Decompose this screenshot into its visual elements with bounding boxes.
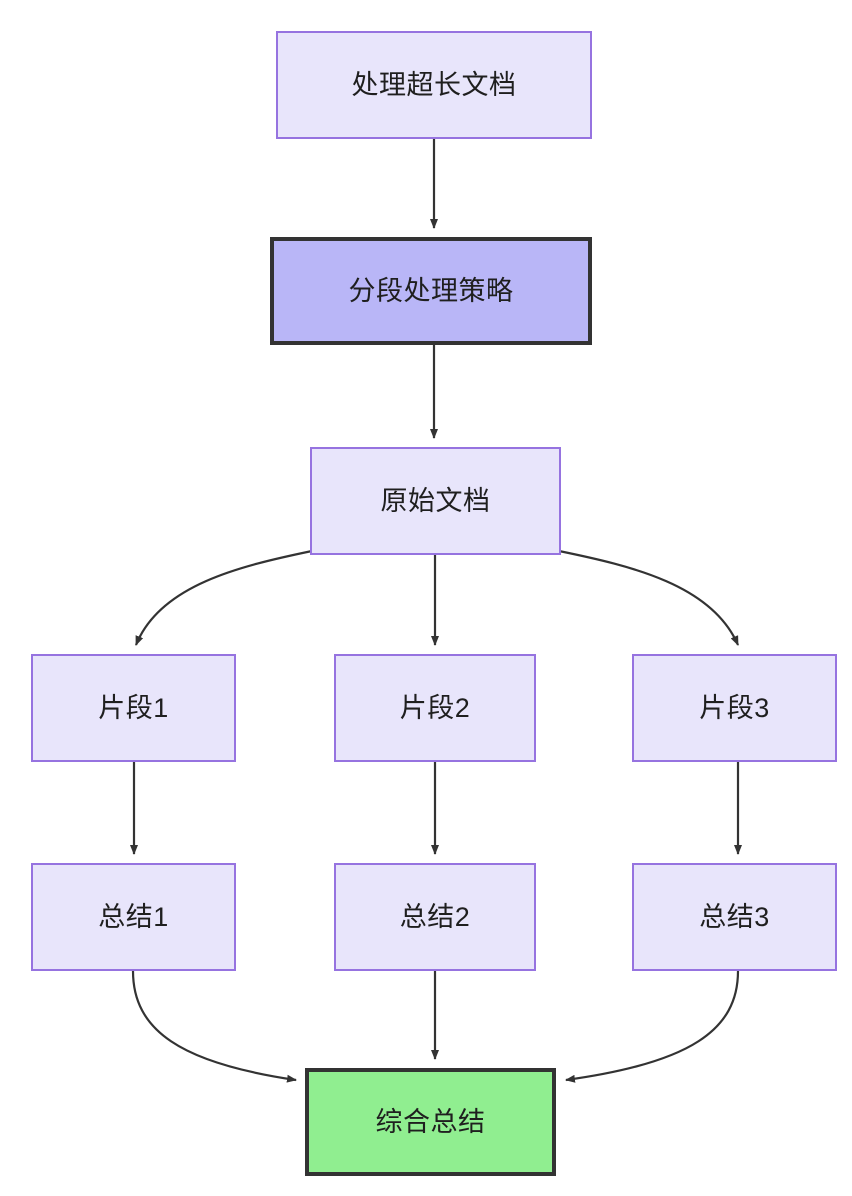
node-source-label: 原始文档 bbox=[380, 485, 491, 516]
node-chunk2-label: 片段2 bbox=[399, 692, 471, 723]
node-summary1-label: 总结1 bbox=[98, 901, 169, 932]
node-summary1[interactable]: 总结1 bbox=[31, 863, 236, 971]
node-doc-label: 处理超长文档 bbox=[351, 69, 517, 100]
node-chunk1-label: 片段1 bbox=[98, 692, 169, 723]
node-summary3[interactable]: 总结3 bbox=[632, 863, 837, 971]
node-summary2[interactable]: 总结2 bbox=[334, 863, 536, 971]
node-doc[interactable]: 处理超长文档 bbox=[276, 31, 592, 139]
node-chunk3-label: 片段3 bbox=[699, 692, 770, 723]
node-summary2-label: 总结2 bbox=[399, 901, 471, 932]
node-chunk3[interactable]: 片段3 bbox=[632, 654, 837, 762]
edge-sum3-to-final bbox=[565, 970, 740, 1083]
edge-source-to-chunk1 bbox=[134, 549, 313, 646]
node-final-summary-label: 综合总结 bbox=[375, 1106, 486, 1137]
node-strategy-label: 分段处理策略 bbox=[348, 275, 514, 306]
edge-sum1-to-final bbox=[131, 970, 297, 1083]
node-strategy[interactable]: 分段处理策略 bbox=[270, 237, 592, 345]
node-summary3-label: 总结3 bbox=[699, 901, 770, 932]
node-chunk2[interactable]: 片段2 bbox=[334, 654, 536, 762]
edge-source-to-chunk3 bbox=[558, 549, 740, 646]
node-final-summary[interactable]: 综合总结 bbox=[305, 1068, 556, 1176]
node-source[interactable]: 原始文档 bbox=[310, 447, 561, 555]
node-chunk1[interactable]: 片段1 bbox=[31, 654, 236, 762]
